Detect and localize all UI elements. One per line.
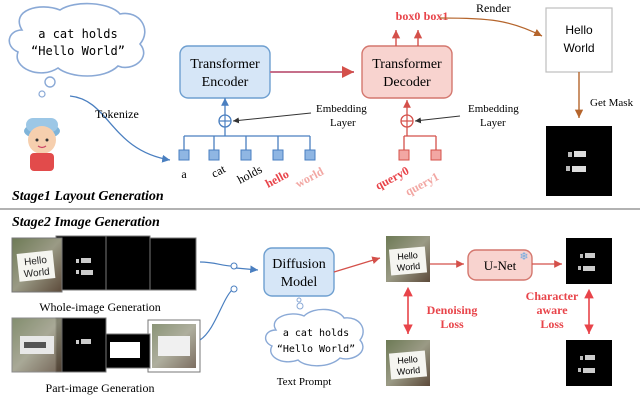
- box1-label: box1: [424, 9, 449, 23]
- box0-label: box0: [396, 9, 421, 23]
- person-icon: [24, 118, 60, 171]
- whole-image-stack: Hello World: [11, 235, 197, 293]
- prompt-line-1: a cat holds: [38, 27, 117, 41]
- gen-sign-line-1: Hello: [397, 250, 418, 262]
- embedding-layer-left-1: Embedding: [316, 103, 367, 115]
- part-image-stack: [11, 317, 201, 373]
- predicted-mask: [566, 238, 612, 284]
- transformer-decoder: [361, 45, 453, 99]
- denoising-loss-1: Denoising: [427, 303, 478, 317]
- char-loss-2: aware: [536, 303, 568, 317]
- token-holds: holds: [235, 162, 265, 187]
- generated-image: Hello World: [386, 236, 430, 282]
- query-box: [430, 149, 442, 161]
- gen-sign-line-2: World: [396, 261, 420, 273]
- unet-block: [467, 249, 533, 281]
- ground-truth-mask: [566, 340, 612, 386]
- frozen-snowflake-icon: ❄: [519, 250, 528, 263]
- glyph-mask-image: [546, 126, 612, 196]
- prompt-bubble-stage1: a cat holds “Hello World”: [8, 2, 146, 98]
- gt-sign-line-1: Hello: [397, 354, 418, 366]
- rendered-line-1: Hello: [565, 23, 593, 37]
- stage2-title: Stage2 Image Generation: [12, 215, 160, 230]
- embedding-layer-right-2: Layer: [480, 117, 506, 129]
- ground-truth-image: Hello World: [386, 340, 430, 386]
- text-prompt-label: Text Prompt: [277, 376, 332, 388]
- token-box: [178, 149, 190, 161]
- prompt2-line-2: “Hello World”: [277, 344, 355, 355]
- embedding-layer-left-2: Layer: [330, 117, 356, 129]
- prompt2-line-1: a cat holds: [283, 328, 349, 339]
- token-a: a: [181, 167, 187, 181]
- whole-image-label: Whole-image Generation: [39, 300, 161, 314]
- token-hello: hello: [263, 167, 291, 191]
- tokenize-arrow: [69, 95, 171, 163]
- transformer-encoder: [179, 45, 271, 99]
- whole-sign-line-1: Hello: [24, 255, 48, 268]
- render-label: Render: [476, 1, 511, 15]
- unet-label: U-Net: [484, 258, 517, 273]
- stage1-title: Stage1 Layout Generation: [12, 189, 164, 204]
- diffusion-label-1: Diffusion: [272, 257, 325, 272]
- encoder-label-1: Transformer: [190, 57, 260, 72]
- rendered-line-2: World: [563, 41, 594, 55]
- tokenize-label: Tokenize: [95, 107, 139, 121]
- token-box: [272, 149, 284, 161]
- prompt-bubble-stage2: a cat holds “Hello World”: [265, 297, 364, 367]
- get-mask-label: Get Mask: [590, 97, 634, 109]
- render-arrow: [439, 17, 543, 37]
- token-world: world: [293, 164, 326, 191]
- part-image-label: Part-image Generation: [46, 381, 155, 395]
- embedding-layer-right-1: Embedding: [468, 103, 519, 115]
- query-box: [398, 149, 410, 161]
- token-box: [240, 149, 252, 161]
- token-cat: cat: [209, 161, 229, 180]
- decoder-label-2: Decoder: [383, 75, 431, 90]
- char-loss-1: Character: [526, 289, 579, 303]
- diffusion-label-2: Model: [281, 275, 318, 290]
- gt-sign-line-2: World: [396, 365, 420, 377]
- prompt-line-2: “Hello World”: [31, 44, 125, 58]
- encoder-label-2: Encoder: [202, 75, 249, 90]
- denoising-loss-2: Loss: [440, 317, 464, 331]
- rendered-text-image: [545, 7, 613, 73]
- whole-sign-line-2: World: [23, 267, 50, 281]
- decoder-label-1: Transformer: [372, 57, 442, 72]
- token-box: [304, 149, 316, 161]
- token-box: [208, 149, 220, 161]
- char-loss-3: Loss: [540, 317, 564, 331]
